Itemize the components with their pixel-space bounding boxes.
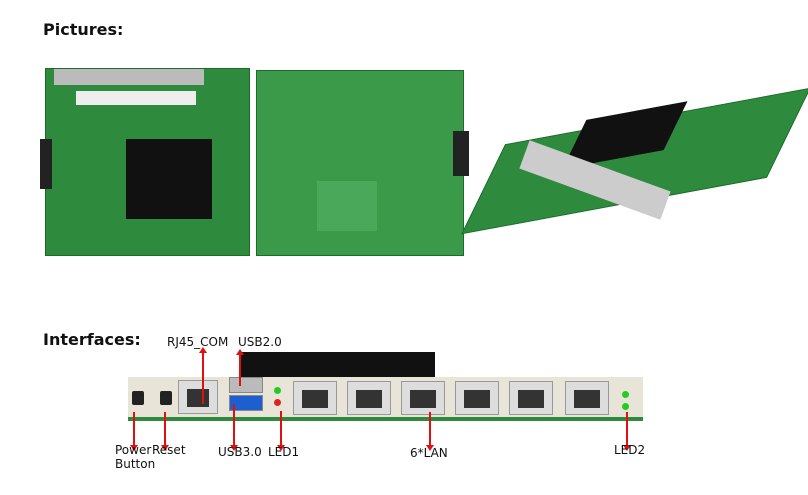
board-3d-view-image [461,87,808,245]
usb30-label: USB3.0 [218,445,262,459]
led1-arrow [277,411,285,451]
lan-ports [54,69,204,85]
lan-port-1 [293,381,337,415]
lan-port-5 [509,381,553,415]
usb20-arrow [236,349,244,386]
usb30-port [229,395,263,411]
led2-label: LED2 [614,443,646,457]
power-label: Power [115,443,152,457]
led2-green [622,403,629,410]
rj45-com-port [178,380,218,414]
lan-label: 6*LAN [410,446,448,460]
lan-arrow [426,412,434,451]
sodimm-slot [453,131,469,176]
power-button [132,391,144,405]
led2-arrow [623,412,631,451]
heatsink [126,139,212,219]
board-back-view-image [256,70,469,256]
board-side-view-image [128,377,643,421]
pcb [461,87,808,235]
board-top-view-image [40,68,250,256]
interfaces-heading: Interfaces: [43,330,141,349]
lan-port-4 [455,381,499,415]
reset-label: Reset [152,443,186,457]
reset-arrow [161,412,169,451]
rj45-com-arrow [199,347,207,404]
lan-port-3 [401,381,445,415]
usb20-label: USB2.0 [238,335,282,349]
sodimm-slot [40,139,52,189]
led1-green [274,387,281,394]
lan-port-6 [565,381,609,415]
reset-button [160,391,172,405]
rj45-com-label: RJ45_COM [167,335,229,349]
button-label: Button [115,457,156,471]
led2-green [622,391,629,398]
connectors [76,91,196,105]
power-arrow [130,412,138,451]
usb20-port [229,377,263,393]
lan-port-2 [347,381,391,415]
heatsink [240,352,435,380]
led1-red [274,399,281,406]
board-area [317,181,377,231]
led1-label: LED1 [268,445,300,459]
pictures-heading: Pictures: [43,20,124,39]
usb30-arrow [230,404,238,451]
